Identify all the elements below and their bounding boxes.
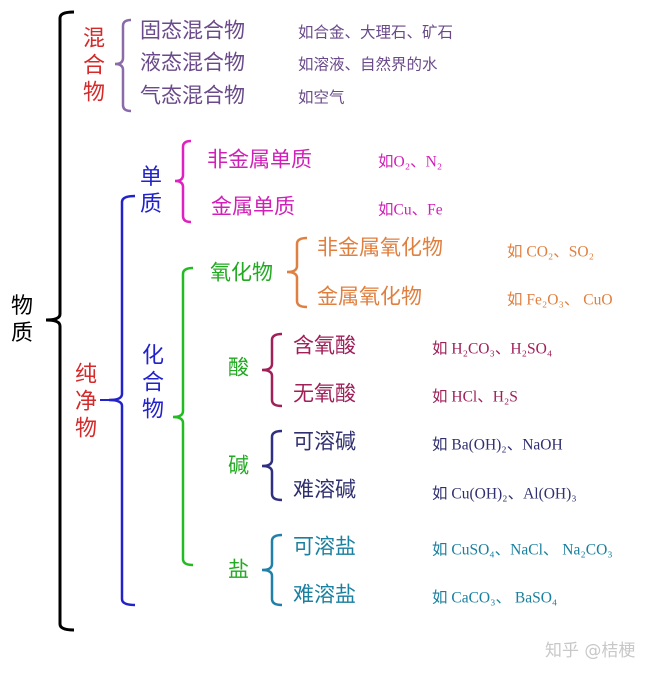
acid-brace [261, 332, 283, 408]
base-brace [261, 429, 283, 502]
element-item-nonmetal: 非金属单质 [207, 147, 312, 172]
salt-example-insoluble: 如 CaCO₃、 BaSO₄ [432, 589, 558, 607]
salt-label: 盐 [228, 557, 249, 582]
oxide-item-metal: 金属氧化物 [317, 284, 422, 309]
salt-item-insoluble: 难溶盐 [293, 582, 356, 607]
salt-item-soluble: 可溶盐 [293, 534, 356, 559]
element-example-metal: 如Cu、Fe [378, 201, 443, 219]
base-item-insoluble: 难溶碱 [293, 477, 356, 502]
pure-label: 纯净物 [74, 362, 97, 442]
base-example-insoluble: 如 Cu(OH)₂、Al(OH)₃ [432, 485, 577, 503]
pure-brace [108, 194, 136, 607]
oxide-brace [286, 236, 308, 309]
element-label: 单质 [139, 165, 162, 217]
acid-item-oxy: 含氧酸 [293, 333, 356, 358]
element-example-nonmetal: 如O₂、N₂ [378, 153, 443, 171]
acid-label: 酸 [228, 355, 249, 380]
mixture-item-liquid: 液态混合物 [140, 50, 245, 75]
mixture-example-liquid: 如溶液、自然界的水 [298, 56, 438, 74]
watermark: 知乎 @桔梗 [545, 641, 636, 661]
oxide-example-metal: 如 Fe₂O₃、 CuO [507, 291, 613, 309]
root-brace [45, 10, 75, 632]
element-item-metal: 金属单质 [211, 194, 295, 219]
base-item-soluble: 可溶碱 [293, 429, 356, 454]
acid-item-nonoxy: 无氧酸 [293, 381, 356, 406]
base-example-soluble: 如 Ba(OH)₂、NaOH [432, 436, 563, 454]
mixture-item-solid: 固态混合物 [140, 18, 245, 43]
base-label: 碱 [228, 453, 249, 478]
salt-brace [261, 533, 283, 607]
oxide-label: 氧化物 [210, 260, 273, 285]
salt-example-soluble: 如 CuSO₄、NaCl、 Na₂CO₃ [432, 541, 613, 559]
mixture-example-solid: 如合金、大理石、矿石 [298, 24, 454, 42]
mixture-brace [114, 18, 132, 113]
element-brace [174, 139, 192, 224]
acid-example-oxy: 如 H₂CO₃、H₂SO₄ [432, 340, 553, 358]
oxide-item-nonmetal: 非金属氧化物 [317, 235, 443, 260]
mixture-item-gas: 气态混合物 [140, 83, 245, 108]
mixture-example-gas: 如空气 [298, 89, 345, 107]
root-label: 物质 [10, 294, 33, 346]
oxide-example-nonmetal: 如 CO₂、SO₂ [507, 243, 595, 261]
compound-brace [172, 266, 194, 567]
compound-label: 化合物 [141, 343, 164, 423]
mixture-label: 混合物 [82, 26, 105, 106]
acid-example-nonoxy: 如 HCl、H₂S [432, 388, 518, 406]
